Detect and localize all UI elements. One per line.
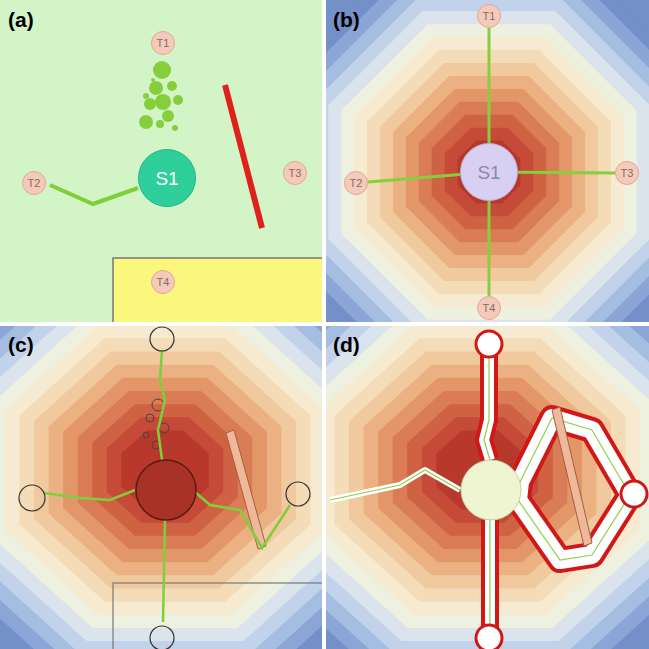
- target-circle: T1: [477, 4, 501, 28]
- route-core: [484, 345, 490, 460]
- target-circle: T1: [151, 31, 175, 55]
- node-label: T1: [483, 11, 496, 22]
- obstacle-dot: [153, 61, 171, 79]
- contour-band: [328, 11, 649, 322]
- contour-band: [341, 24, 637, 320]
- target-circle: T4: [151, 270, 175, 294]
- wall-bar: [552, 407, 592, 546]
- obstacle-dot: [143, 93, 149, 99]
- obstacle-dot: [144, 98, 156, 110]
- obstacle-dot: [167, 81, 177, 91]
- obstacle-dot: [139, 115, 153, 129]
- target-circle: T2: [344, 171, 368, 195]
- route-core: [330, 470, 460, 500]
- target-ring: [286, 482, 310, 506]
- obstacle-dot: [155, 94, 171, 110]
- target-circle: T3: [283, 161, 307, 185]
- source-disc: [461, 460, 521, 520]
- contour-band: [326, 0, 649, 322]
- path-connector: [488, 28, 491, 143]
- path-connector: [488, 201, 491, 296]
- target-circle: T3: [615, 161, 639, 185]
- path: [163, 520, 165, 622]
- contour-band: [0, 326, 322, 649]
- contour-band: [326, 326, 649, 649]
- target-disc: [476, 625, 502, 649]
- target-ring: [19, 485, 45, 511]
- path-connector: [518, 171, 615, 175]
- contour-band: [0, 326, 322, 649]
- yellow-zone: [113, 258, 322, 322]
- obstacle-dot: [162, 110, 174, 122]
- contour-map: [326, 0, 649, 322]
- obstacle-dot: [149, 81, 163, 95]
- contour-band: [0, 326, 322, 641]
- panel-label: (c): [8, 334, 34, 355]
- node-label: T4: [157, 277, 170, 288]
- contour-map: [326, 326, 649, 649]
- panel-label: (b): [333, 9, 360, 30]
- node-label: S1: [155, 169, 178, 188]
- green-wall: [50, 185, 138, 204]
- node-label: T1: [157, 38, 170, 49]
- obstacle-dot: [172, 125, 178, 131]
- node-label: T2: [28, 178, 41, 189]
- obstacle-ring: [143, 432, 149, 438]
- panel-label: (a): [8, 9, 34, 30]
- zone-outline: [113, 583, 322, 649]
- obstacle-dot: [151, 78, 155, 82]
- contour-band: [326, 326, 649, 649]
- contour-band: [0, 326, 322, 649]
- target-disc: [476, 331, 502, 357]
- contour-band: [107, 417, 223, 522]
- contour-map: [0, 326, 322, 649]
- route-line: [484, 345, 490, 460]
- path: [158, 350, 165, 460]
- route-band: [484, 345, 490, 460]
- source-circle: S1: [138, 149, 196, 207]
- obstacle-dot: [173, 95, 183, 105]
- path: [195, 492, 290, 548]
- path-connector: [368, 174, 460, 182]
- wall-bar: [226, 430, 266, 549]
- route-line: [330, 470, 460, 500]
- contour-band: [326, 0, 649, 322]
- node-label: S1: [477, 163, 500, 182]
- red-wall: [225, 85, 262, 228]
- contour-band: [0, 326, 322, 649]
- path: [44, 490, 135, 500]
- node-label: T2: [350, 178, 363, 189]
- contour-band: [326, 0, 649, 322]
- node-label: T3: [289, 168, 302, 179]
- source-circle: S1: [460, 143, 518, 201]
- source-ring: [136, 460, 196, 520]
- contour-band: [326, 0, 649, 322]
- contour-band: [458, 141, 521, 204]
- target-circle: T2: [22, 171, 46, 195]
- contour-band: [92, 404, 238, 536]
- target-ring: [150, 327, 174, 351]
- target-disc: [621, 481, 647, 507]
- obstacle-dot: [156, 120, 164, 128]
- contour-band: [326, 326, 649, 649]
- separator: [0, 322, 649, 326]
- panel-a: [0, 0, 322, 322]
- node-label: T4: [483, 303, 496, 314]
- obstacle-ring: [146, 414, 154, 422]
- target-circle: T4: [477, 296, 501, 320]
- contour-band: [326, 326, 649, 649]
- target-ring: [150, 626, 174, 649]
- panel-label: (d): [333, 334, 360, 355]
- node-label: T3: [621, 168, 634, 179]
